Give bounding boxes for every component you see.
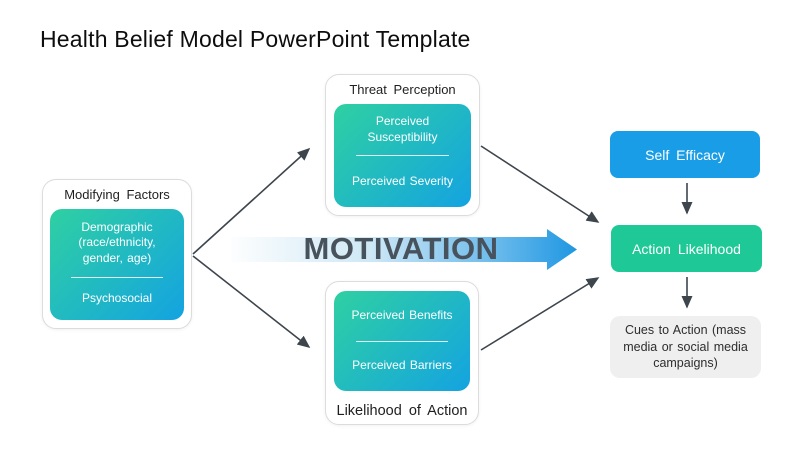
- self-efficacy-box[interactable]: Self Efficacy: [610, 131, 760, 178]
- threat-perception-gradient-panel[interactable]: Perceived Susceptibility Perceived Sever…: [334, 104, 471, 207]
- action-likelihood-label: Action Likelihood: [632, 240, 741, 257]
- cues-to-action-label: Cues to Action (mass media or social med…: [623, 322, 748, 371]
- threat-perception-title: Threat Perception: [349, 82, 456, 97]
- psychosocial-label: Psychosocial: [81, 291, 153, 306]
- motivation-label: MOTIVATION: [303, 231, 499, 266]
- arrow-likelihood-to-action: [480, 277, 600, 351]
- divider-line: [355, 340, 449, 342]
- perceived-susceptibility-label: Perceived Susceptibility: [367, 113, 438, 144]
- threat-perception-card[interactable]: Threat Perception Perceived Susceptibili…: [325, 74, 480, 216]
- cues-to-action-box[interactable]: Cues to Action (mass media or social med…: [610, 316, 761, 378]
- likelihood-of-action-card[interactable]: Perceived Benefits Perceived Barriers Li…: [325, 281, 479, 425]
- slide-title: Health Belief Model PowerPoint Template: [40, 26, 471, 52]
- perceived-benefits-label: Perceived Benefits: [351, 307, 453, 322]
- modifying-factors-card[interactable]: Modifying Factors Demographic (race/ethn…: [42, 179, 192, 329]
- modifying-factors-gradient-panel[interactable]: Demographic (race/ethnicity, gender, age…: [50, 209, 184, 320]
- divider-line: [355, 155, 450, 156]
- demographic-label: Demographic (race/ethnicity, gender, age…: [78, 219, 156, 265]
- perceived-barriers-label: Perceived Barriers: [352, 358, 452, 373]
- arrow-modifying-to-likelihood: [192, 255, 311, 348]
- arrow-threat-to-action: [480, 145, 600, 223]
- likelihood-of-action-gradient-panel[interactable]: Perceived Benefits Perceived Barriers: [334, 291, 470, 391]
- divider-line: [71, 277, 163, 279]
- modifying-factors-title: Modifying Factors: [64, 187, 170, 202]
- perceived-severity-label: Perceived Severity: [351, 173, 454, 188]
- action-likelihood-box[interactable]: Action Likelihood: [611, 225, 762, 272]
- self-efficacy-label: Self Efficacy: [645, 146, 725, 163]
- likelihood-of-action-title: Likelihood of Action: [336, 403, 468, 419]
